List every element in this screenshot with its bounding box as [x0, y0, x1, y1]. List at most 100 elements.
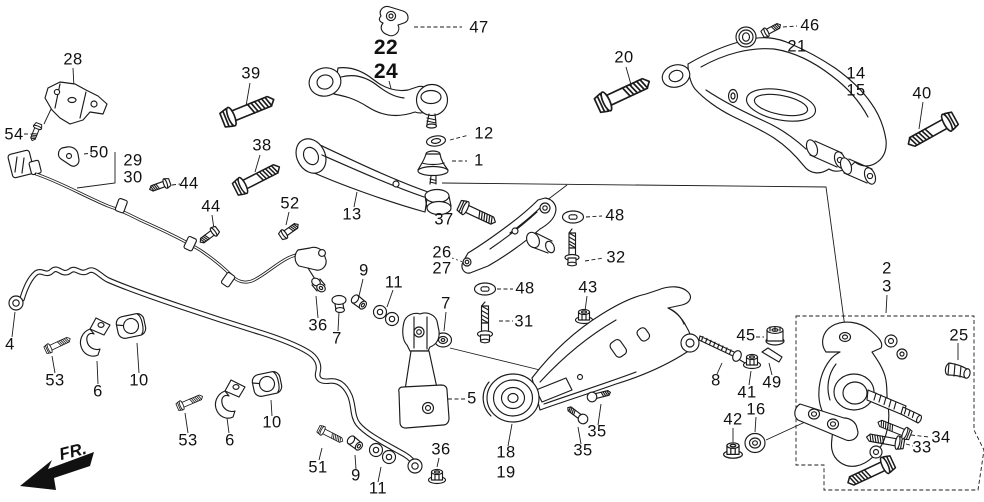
callout-41: 41 [737, 383, 757, 402]
callout-39: 39 [241, 64, 261, 83]
callout-13: 13 [342, 205, 362, 224]
bolt-37 [455, 198, 499, 230]
washer-21 [735, 26, 757, 48]
nut-36b [427, 468, 447, 485]
bolt-40 [902, 109, 961, 154]
lower-arm-13 [295, 138, 452, 216]
callout-11: 11 [368, 479, 388, 498]
callout-7: 7 [441, 294, 451, 313]
lock-plate-47 [378, 5, 409, 37]
knuckle-assembly-box [795, 315, 984, 491]
callout-28: 28 [63, 50, 83, 69]
bolt-20 [592, 71, 655, 116]
callout-37: 37 [434, 210, 454, 229]
callout-35: 35 [587, 422, 607, 441]
callout-53: 53 [45, 371, 65, 390]
callout-4: 4 [5, 335, 15, 354]
callout-49: 49 [762, 373, 782, 392]
callout-14: 14 [846, 64, 866, 83]
callout-45: 45 [736, 326, 756, 345]
bolt-32 [564, 228, 580, 267]
bolt-52 [277, 219, 302, 242]
rear-upper-arm-14-15 [661, 37, 887, 185]
nut-42 [723, 442, 743, 459]
callout-10: 10 [262, 413, 282, 432]
callout-18: 18 [496, 443, 516, 462]
callout-53: 53 [178, 431, 198, 450]
callout-29: 29 [123, 151, 143, 170]
spacer-9b [345, 433, 365, 453]
callout-48: 48 [605, 206, 625, 225]
callout-38: 38 [252, 136, 272, 155]
bolt-53a [42, 333, 73, 356]
fr-direction-arrow [20, 452, 94, 490]
trailing-arm-18-19 [482, 286, 700, 423]
bushing-11b-2 [381, 449, 397, 465]
callout-20: 20 [614, 48, 634, 67]
spacer-9a [349, 292, 369, 312]
callout-16: 16 [746, 400, 766, 419]
sensor-bracket [44, 81, 108, 125]
callout-32: 32 [606, 248, 626, 267]
callout-24: 24 [373, 60, 399, 83]
callout-31: 31 [514, 312, 534, 331]
rear-arm-26-27 [461, 197, 557, 274]
callout-52: 52 [280, 194, 300, 213]
washer-12 [425, 135, 447, 147]
bolt-35b [564, 403, 591, 427]
callout-50: 50 [89, 143, 109, 162]
bolt-53b [175, 391, 205, 413]
callout-8: 8 [711, 371, 721, 390]
callout-54: 54 [4, 125, 24, 144]
bolt-54 [27, 121, 44, 143]
callout-6: 6 [225, 431, 235, 450]
stabilizer-bushing-10b [250, 369, 284, 399]
callout-9: 9 [359, 261, 369, 280]
bolt-31 [476, 301, 494, 344]
bushing-clamp-6a [79, 317, 111, 357]
abs-sensor-harness [7, 146, 327, 288]
callout-11: 11 [384, 273, 404, 292]
callout-34: 34 [931, 428, 951, 447]
bolt-51 [315, 423, 346, 446]
callout-33: 33 [912, 438, 932, 457]
rear-knuckle-2-3 [794, 321, 923, 467]
callout-6: 6 [93, 382, 103, 401]
castle-nut-45 [765, 326, 785, 346]
callout-40: 40 [912, 84, 932, 103]
stabilizer-bar [8, 266, 423, 474]
bolt-44a [147, 176, 173, 195]
bushing-11a-2 [384, 311, 400, 327]
callout-15: 15 [846, 81, 866, 100]
callout-36: 36 [308, 316, 328, 335]
bushing-11a-1 [372, 304, 388, 320]
washer-48b [473, 282, 497, 296]
bushing-36a [311, 277, 326, 293]
callout-26: 26 [432, 243, 452, 262]
callout-19: 19 [496, 463, 516, 482]
callout-44: 44 [179, 174, 199, 193]
nut-41 [742, 353, 762, 370]
pivot-bolt-8 [698, 335, 746, 364]
callout-22: 22 [373, 36, 399, 59]
cotter-pin-49 [761, 347, 783, 363]
callout-25: 25 [949, 326, 969, 345]
callout-30: 30 [123, 168, 143, 187]
washer-48a [561, 210, 585, 224]
callout-47: 47 [469, 18, 489, 37]
callout-3: 3 [882, 277, 892, 296]
callout-44: 44 [201, 197, 221, 216]
callout-9: 9 [351, 466, 361, 485]
bushing-25 [944, 362, 971, 379]
bolt-44b [196, 224, 221, 247]
callout-7: 7 [332, 329, 342, 348]
bushing-7a [331, 294, 347, 313]
callout-1: 1 [474, 151, 484, 170]
callout-10: 10 [129, 371, 149, 390]
callout-42: 42 [723, 410, 743, 429]
callout-46: 46 [800, 16, 820, 35]
callout-35: 35 [573, 441, 593, 460]
bolt-46 [759, 20, 784, 40]
